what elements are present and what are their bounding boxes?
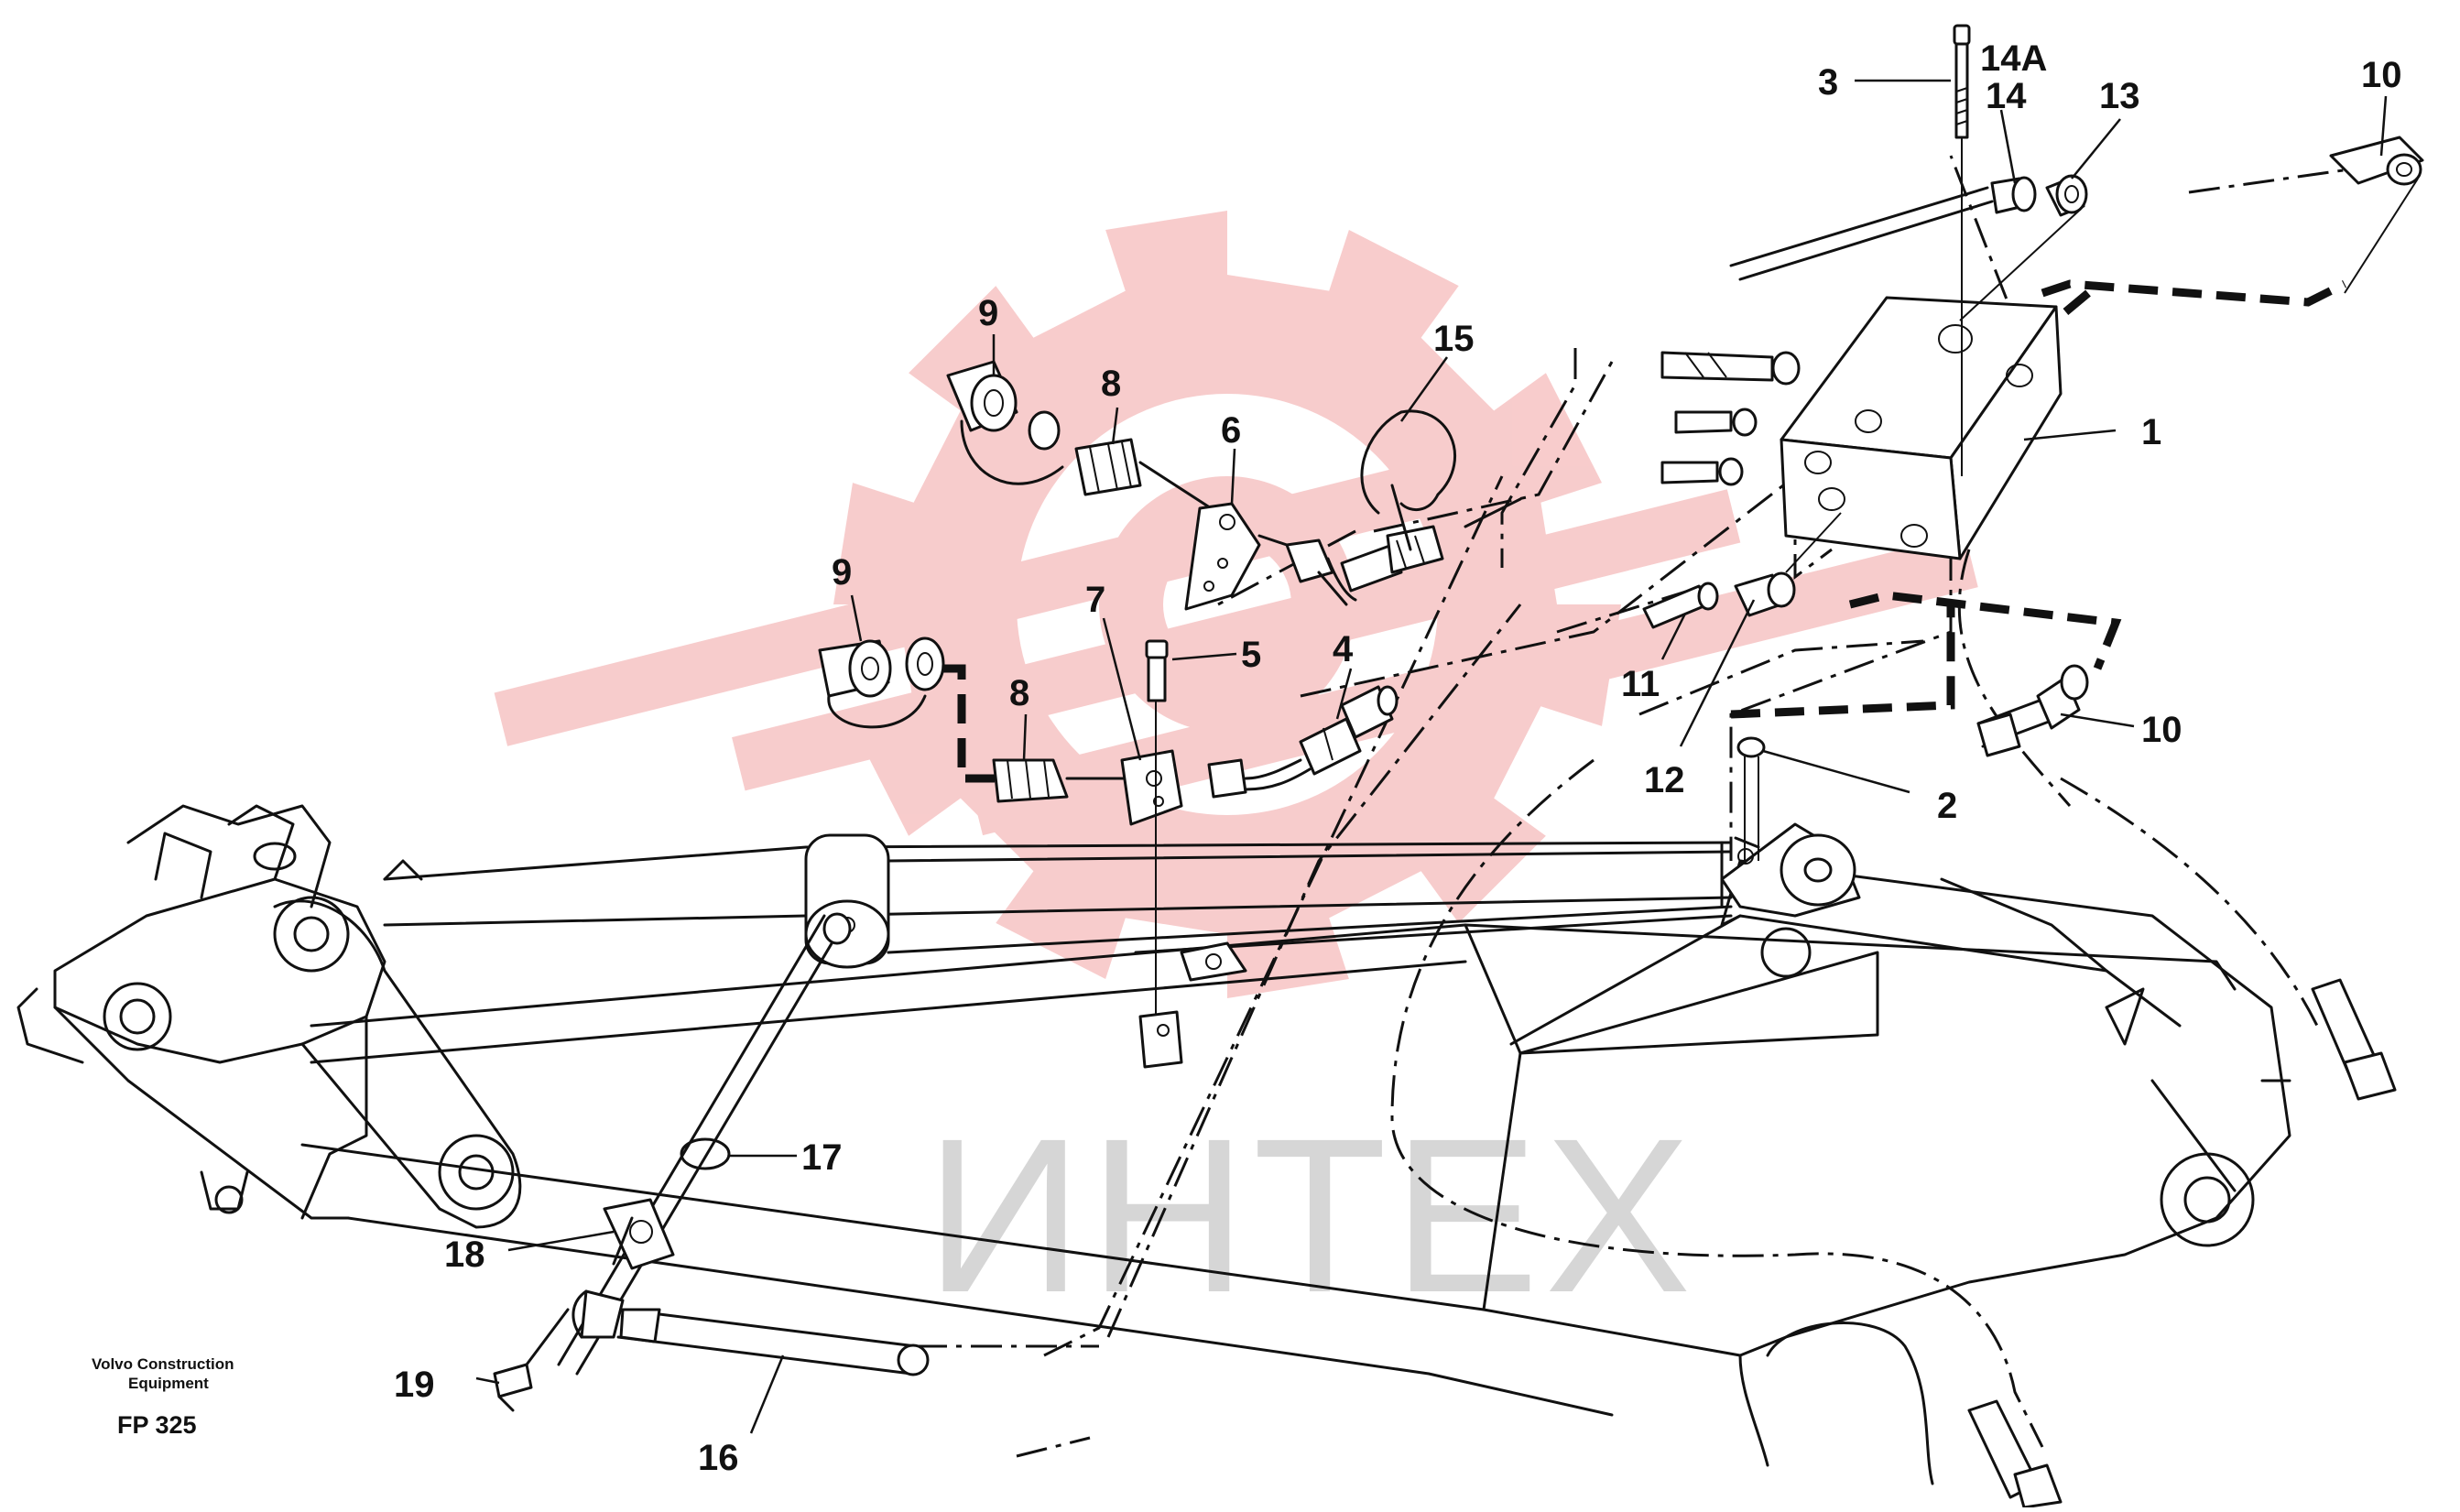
lower-hose-assembly	[493, 912, 930, 1412]
callout-8-lower: 8	[1009, 673, 1029, 713]
thick-dash-lines	[943, 279, 2347, 783]
fittings-valve-side	[1642, 351, 1842, 629]
callout-17: 17	[801, 1137, 843, 1178]
watermark-stripe	[494, 444, 1503, 746]
valve-block	[1780, 296, 2063, 560]
hose-end-10-top	[2329, 136, 2424, 294]
callout-9-upper: 9	[978, 293, 998, 333]
callout-11: 11	[1621, 664, 1660, 704]
hose-routing-lines	[916, 155, 2419, 1458]
watermark-gear-icon	[494, 211, 1978, 998]
hose-14	[1729, 176, 2037, 281]
callout-19: 19	[394, 1365, 435, 1405]
figure-code: FP 325	[117, 1411, 197, 1439]
company-name-line1: Volvo Construction	[92, 1355, 234, 1373]
callout-15: 15	[1433, 319, 1475, 359]
callout-5: 5	[1241, 635, 1261, 675]
upper-fitting-assembly	[946, 360, 1522, 611]
elbow-13	[1959, 174, 2088, 321]
callout-14a: 14A	[1980, 38, 2047, 79]
watermark-text: ИНТЕХ	[925, 1093, 1697, 1338]
callout-3: 3	[1818, 62, 1838, 103]
callout-labels: 1 2 3 4 5 6 7 8 8 9 9 10 10 11 12 13 14 …	[394, 38, 2402, 1478]
watermark-stripe	[969, 533, 1978, 836]
callout-12: 12	[1644, 760, 1685, 800]
boom-structure	[16, 804, 2291, 1485]
callout-6: 6	[1221, 410, 1241, 451]
callout-14: 14	[1986, 76, 2027, 116]
callout-10-upper: 10	[2361, 55, 2402, 95]
leader-lines	[475, 79, 2388, 1434]
callout-2: 2	[1937, 786, 1957, 826]
watermark-stripe	[732, 489, 1741, 791]
callout-13: 13	[2099, 76, 2140, 116]
callout-7: 7	[1085, 580, 1105, 620]
callout-16: 16	[698, 1438, 739, 1478]
lower-fitting-assembly	[818, 636, 1399, 1069]
right-connectors	[1967, 978, 2397, 1509]
callout-8-upper: 8	[1101, 364, 1121, 404]
callout-1: 1	[2141, 412, 2161, 452]
callout-18: 18	[444, 1235, 485, 1275]
callout-10-lower: 10	[2141, 710, 2182, 750]
company-name-line2: Equipment	[128, 1375, 209, 1392]
bolt-3	[1953, 24, 1971, 476]
caption-block: Volvo Construction Equipment FP 325	[92, 1355, 234, 1439]
callout-4: 4	[1333, 629, 1354, 669]
callout-9-lower: 9	[832, 552, 852, 593]
